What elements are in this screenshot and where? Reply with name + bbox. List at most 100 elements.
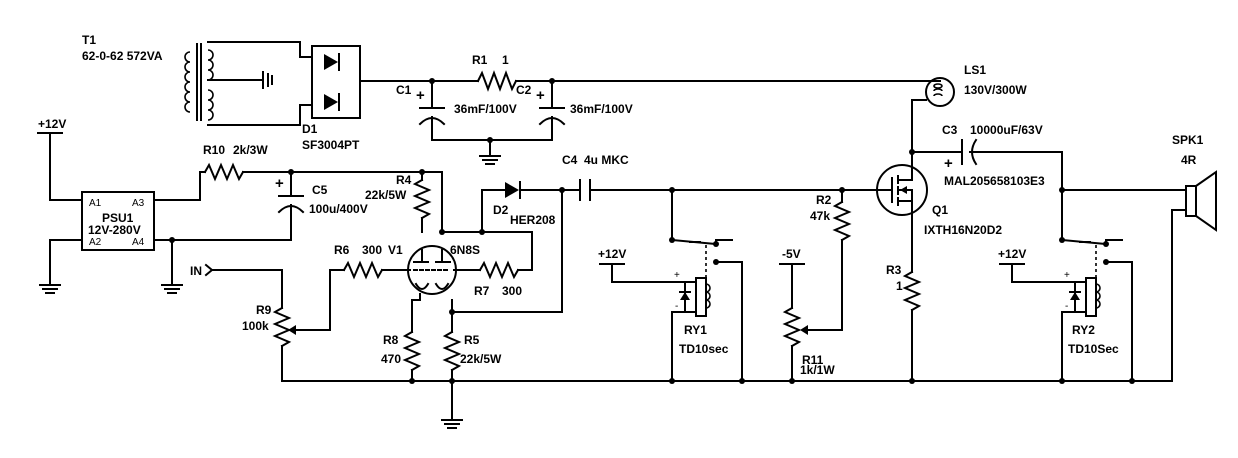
r2-ref: R2 bbox=[816, 193, 832, 207]
c3-value: 10000uF/63V bbox=[970, 123, 1043, 137]
bridge-rectifier-d1: D1 SF3004PT bbox=[302, 45, 361, 152]
spk1-ref: SPK1 bbox=[1172, 133, 1204, 147]
c3-ref: C3 bbox=[942, 123, 958, 137]
r9-value: 100k bbox=[242, 319, 269, 333]
input-label: IN bbox=[190, 264, 202, 278]
c1-ref: C1 bbox=[396, 83, 412, 97]
r2-value: 47k bbox=[810, 209, 830, 223]
r7-value: 300 bbox=[502, 284, 522, 298]
r5-ref: R5 bbox=[464, 333, 480, 347]
transformer-wiring bbox=[207, 41, 313, 126]
ry1-minus: - bbox=[675, 301, 678, 312]
psu1-module: A1 A3 A2 A4 PSU1 12V-280V bbox=[81, 191, 155, 251]
c5-ref: C5 bbox=[312, 183, 328, 197]
capacitor-c3: + C3 10000uF/63V MAL205658103E3 bbox=[911, 123, 1063, 241]
lamp-drain-wire bbox=[911, 99, 927, 171]
diode-d2: D2 HER208 bbox=[493, 181, 556, 227]
rail-label-neg5: -5V bbox=[782, 247, 801, 261]
c4-value: 4u MKC bbox=[584, 153, 629, 167]
psu1-value: 12V-280V bbox=[88, 223, 141, 237]
c5-plus: + bbox=[275, 175, 284, 192]
relay-ry2: +12V + - RY2 TD10Sec bbox=[998, 187, 1133, 382]
r6-ref: R6 bbox=[334, 243, 350, 257]
r10-ref: R10 bbox=[203, 143, 225, 157]
r8-value: 470 bbox=[381, 352, 401, 366]
q1-ref: Q1 bbox=[932, 203, 948, 217]
rail-label-pos12-a: +12V bbox=[38, 117, 66, 131]
rail-label-pos12-b: +12V bbox=[598, 247, 626, 261]
d2-value: HER208 bbox=[510, 213, 556, 227]
t1-ref: T1 bbox=[82, 33, 96, 47]
r9-ref: R9 bbox=[256, 303, 272, 317]
psu1-pin-a2: A2 bbox=[89, 237, 102, 248]
ry1-plus: + bbox=[674, 270, 680, 281]
tube-v1: V1 6N8S bbox=[388, 243, 480, 295]
v1-ref: V1 bbox=[388, 243, 403, 257]
r10-wire bbox=[153, 171, 206, 201]
resistor-r2: R2 47k bbox=[810, 189, 852, 331]
capacitor-c4: C4 4u MKC bbox=[562, 153, 629, 201]
r1-value: 1 bbox=[502, 53, 509, 67]
potentiometer-r11: R11 1k/1W bbox=[782, 263, 843, 382]
d2-ref: D2 bbox=[493, 203, 509, 217]
r7-wire bbox=[441, 231, 533, 271]
speaker-spk1: SPK1 4R bbox=[1172, 133, 1217, 232]
r4-ref: R4 bbox=[396, 173, 412, 187]
c3-part: MAL205658103E3 bbox=[944, 174, 1045, 188]
capacitor-c2: + C2 36mF/100V bbox=[516, 80, 633, 141]
c3-plus: + bbox=[944, 155, 953, 172]
c2-plus: + bbox=[536, 87, 545, 104]
resistor-r4: R4 22k/5W bbox=[365, 171, 432, 233]
relay-ry1: +12V + - RY1 TD10sec bbox=[598, 189, 743, 382]
ground-symbol bbox=[161, 239, 183, 294]
cathode-wire bbox=[451, 189, 563, 313]
c2-value: 36mF/100V bbox=[570, 102, 633, 116]
ry2-minus: - bbox=[1065, 301, 1068, 312]
psu1-ref: PSU1 bbox=[102, 211, 134, 225]
r10-value: 2k/3W bbox=[233, 143, 268, 157]
resistor-r3: R3 1 bbox=[886, 214, 922, 382]
r11-ref: R11 bbox=[802, 353, 824, 367]
potentiometer-r9: R9 100k bbox=[242, 303, 331, 348]
c1-value: 36mF/100V bbox=[454, 102, 517, 116]
ls1-value: 130V/300W bbox=[964, 83, 1027, 97]
d1-value: SF3004PT bbox=[302, 138, 360, 152]
ground-symbol bbox=[441, 419, 463, 429]
d1-ref: D1 bbox=[302, 122, 318, 136]
r5-value: 22k/5W bbox=[460, 352, 502, 366]
resistor-r8: R8 470 bbox=[381, 330, 422, 382]
q1-value: IXTH16N20D2 bbox=[924, 223, 1002, 237]
r4-value: 22k/5W bbox=[365, 188, 407, 202]
c1-plus: + bbox=[416, 87, 425, 104]
psu1-pin-a3: A3 bbox=[132, 198, 145, 209]
ground-symbol bbox=[39, 284, 61, 294]
capacitor-c5: + C5 100u/400V bbox=[275, 171, 368, 241]
r1-resistor bbox=[476, 70, 518, 92]
speaker-return-wire bbox=[1171, 209, 1187, 382]
lamp-ls1: LS1 130V/300W bbox=[925, 63, 1027, 107]
r10-resistor bbox=[203, 162, 245, 182]
v1-value: 6N8S bbox=[450, 243, 480, 257]
r6-wire bbox=[329, 269, 345, 331]
c4-ref: C4 bbox=[562, 153, 578, 167]
r11-value: 1k/1W bbox=[800, 363, 835, 377]
psu-gnd-wire bbox=[49, 239, 83, 286]
d2-wire bbox=[481, 189, 506, 233]
ry1-value: TD10sec bbox=[679, 342, 729, 356]
r7-resistor bbox=[478, 260, 520, 280]
resistor-r5: R5 22k/5W bbox=[442, 330, 502, 421]
ls1-ref: LS1 bbox=[964, 63, 986, 77]
r1-ref: R1 bbox=[472, 53, 488, 67]
psu1-pin-a4: A4 bbox=[132, 237, 145, 248]
ground-symbol bbox=[479, 139, 501, 165]
r7-ref: R7 bbox=[474, 284, 490, 298]
mosfet-q1: Q1 IXTH16N20D2 bbox=[876, 164, 1002, 237]
capacitor-c1: + C1 36mF/100V bbox=[396, 80, 517, 141]
c2-ref: C2 bbox=[516, 83, 532, 97]
ry2-ref: RY2 bbox=[1072, 323, 1095, 337]
ry2-value: TD10Sec bbox=[1068, 342, 1119, 356]
t1-value: 62-0-62 572VA bbox=[82, 49, 163, 63]
r6-resistor bbox=[342, 260, 384, 280]
psu1-pin-a1: A1 bbox=[89, 198, 102, 209]
